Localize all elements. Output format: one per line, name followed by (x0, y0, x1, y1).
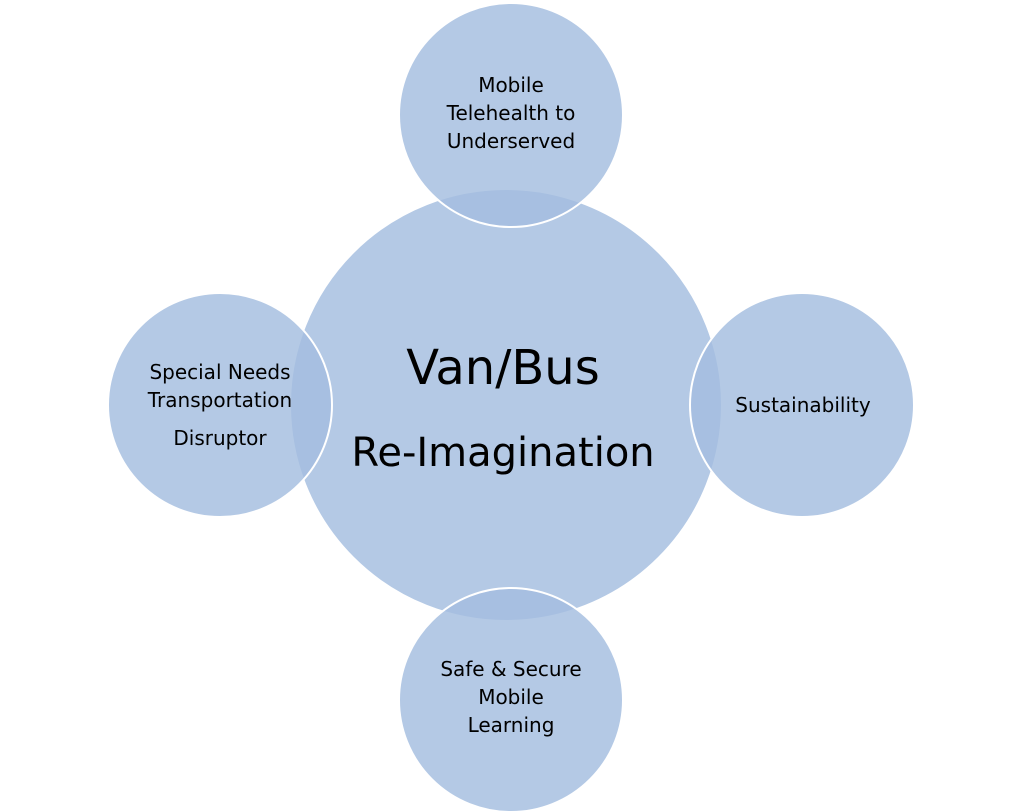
center-circle (289, 188, 723, 622)
bottom-circle-label-line1: Safe & Secure (440, 657, 581, 681)
center-title: Van/Bus (406, 340, 599, 396)
top-circle-label-line3: Underserved (447, 129, 575, 153)
center-subtitle: Re-Imagination (351, 430, 654, 476)
top-circle-label-line1: Mobile (478, 73, 544, 97)
right-circle (689, 292, 915, 518)
left-circle-label-line3: Disruptor (173, 426, 267, 450)
bottom-circle-label-line2: Mobile (478, 685, 544, 709)
left-circle (107, 292, 333, 518)
bottom-circle-label-line3: Learning (468, 713, 555, 737)
left-circle-label-line2: Transportation (147, 388, 292, 412)
top-circle-label-line2: Telehealth to (446, 101, 576, 125)
right-circle-label: Sustainability (735, 393, 871, 417)
left-circle-label-line1: Special Needs (149, 360, 290, 384)
bottom-circle (398, 587, 624, 812)
top-circle (398, 2, 624, 228)
